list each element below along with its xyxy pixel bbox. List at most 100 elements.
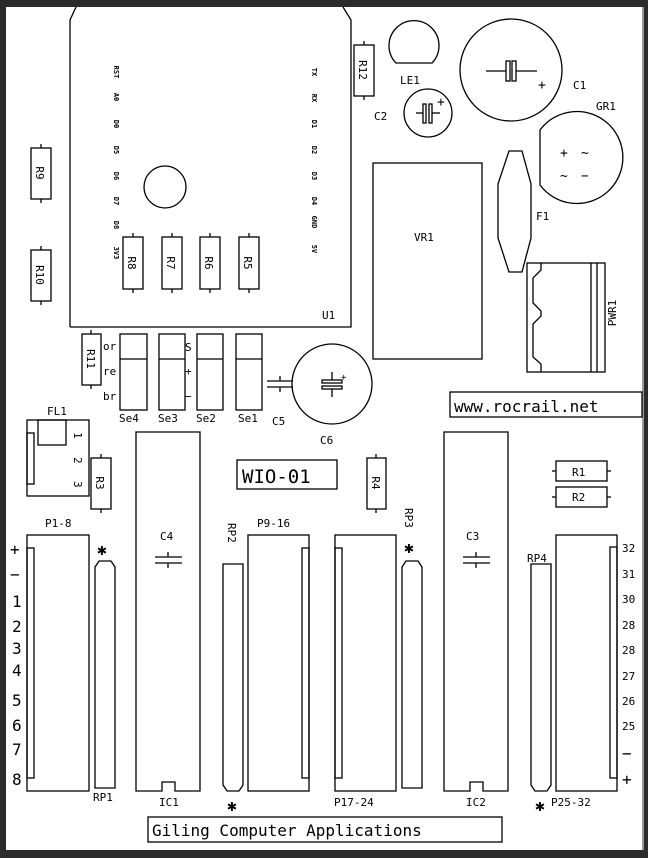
port-pin-label: −	[10, 565, 20, 584]
resistor-r2: R2	[552, 486, 611, 508]
capacitor-label: C3	[466, 530, 479, 543]
rectifier-label: GR1	[596, 100, 616, 113]
resistor-label: R4	[369, 476, 382, 490]
polarity-mark: +	[538, 78, 546, 93]
filter-pin: 1	[71, 432, 84, 439]
pin1-mark: ✱	[535, 796, 545, 815]
resistor-r12: R12	[353, 41, 375, 100]
pin-label: D4	[310, 197, 318, 205]
port-pin-label: 28	[622, 644, 635, 657]
resistor-r4: R4	[366, 454, 387, 513]
port-pin-label: +	[622, 770, 632, 789]
resistor-label: R8	[125, 256, 138, 269]
led-le1-label: LE1	[400, 74, 420, 87]
servo-connector-se4: Se4	[119, 333, 148, 425]
capacitor-label: C2	[374, 110, 387, 123]
pin1-mark: ✱	[227, 796, 237, 815]
servo-label: Se3	[158, 412, 178, 425]
resistor-pack-label: RP4	[527, 552, 547, 565]
capacitor-label: C6	[320, 434, 333, 447]
fuse-f1: F1	[497, 150, 549, 273]
resistor-r8: R8	[122, 233, 144, 293]
polarity-mark: +	[437, 95, 445, 110]
ic-ic2: IC2	[443, 431, 509, 809]
connector-label: PWR1	[606, 300, 619, 327]
resistor-r7: R7	[161, 233, 183, 293]
pin-label: 5V	[310, 245, 318, 254]
module-u1-antenna-hole	[143, 165, 187, 209]
rectifier-mark: −	[581, 169, 589, 184]
resistor-pack-rp4: RP4 ✱	[527, 552, 552, 815]
resistor-pack-rp2: RP2 ✱	[222, 523, 244, 815]
pin-label: D3	[310, 172, 318, 180]
resistor-r10: R10	[30, 246, 52, 305]
resistor-pack-label: RP1	[93, 791, 113, 804]
board-area	[6, 7, 642, 850]
capacitor-c2: + C2	[374, 88, 453, 138]
resistor-r3: R3	[90, 454, 112, 513]
resistor-pack-rp1: ✱ RP1	[93, 540, 116, 804]
capacitor-c5: C5	[267, 376, 293, 428]
port-p25-32-pin-labels: 32 31 30 28 28 27 26 25 − +	[622, 542, 635, 789]
resistor-r11: R11	[81, 330, 102, 389]
resistor-label: R6	[202, 256, 215, 269]
servo-connector-se3: Se3	[158, 333, 186, 425]
power-connector-pwr1: PWR1	[526, 262, 619, 373]
resistor-label: R3	[93, 476, 106, 489]
resistor-pack-label: RP2	[225, 523, 238, 543]
port-pin-label: 25	[622, 720, 635, 733]
pin-label: D2	[310, 146, 318, 154]
port-pin-label: 26	[622, 695, 635, 708]
servo-signal-mark: +	[185, 365, 192, 378]
port-pin-label: 5	[12, 691, 22, 710]
resistor-label: R11	[84, 349, 97, 369]
port-pin-label: −	[622, 744, 632, 763]
resistor-label: R9	[33, 166, 46, 179]
resistor-label: R2	[572, 491, 585, 504]
resistor-pack-label: RP3	[402, 508, 415, 528]
resistor-label: R5	[241, 256, 254, 269]
pin-label: A0	[112, 93, 120, 101]
port-label: P1-8	[45, 517, 72, 530]
servo-wire-label: br	[103, 390, 117, 403]
resistor-label: R1	[572, 466, 585, 479]
board-name-text: WIO-01	[242, 466, 311, 488]
pin-label: RX	[310, 94, 318, 103]
led-le1-outline	[388, 20, 440, 64]
filter-pin: 2	[71, 457, 84, 464]
servo-label: Se4	[119, 412, 139, 425]
port-pin-label: 1	[12, 592, 22, 611]
filter-pin: 3	[71, 481, 84, 488]
resistor-r1: R1	[552, 460, 611, 482]
port-pin-label: 7	[12, 740, 22, 759]
resistor-label: R10	[33, 265, 46, 285]
capacitor-c4: C4	[155, 530, 182, 568]
fuse-label: F1	[536, 210, 549, 223]
port-pin-label: 31	[622, 568, 635, 581]
servo-wire-label: or	[103, 340, 117, 353]
resistor-label: R12	[356, 60, 369, 80]
servo-label: Se2	[196, 412, 216, 425]
regulator-label: VR1	[414, 231, 434, 244]
port-p1-8-pin-labels: + − 1 2 3 4 5 6 7 8	[10, 540, 22, 789]
pin-label: D7	[112, 197, 120, 205]
resistor-r6: R6	[199, 233, 221, 293]
pin-label: RST	[112, 66, 120, 79]
port-connector-p25-32: P25-32	[551, 534, 618, 809]
capacitor-c1: + C1	[459, 18, 586, 122]
port-pin-label: 32	[622, 542, 635, 555]
port-pin-label: 2	[12, 617, 22, 636]
module-u1-outline	[69, 6, 352, 328]
port-pin-label: 30	[622, 593, 635, 606]
pin-label: D1	[310, 120, 318, 128]
resistor-label: R7	[164, 256, 177, 269]
board-name-label: WIO-01	[236, 459, 338, 490]
resistor-pack-rp3: RP3 ✱	[401, 508, 423, 789]
port-connector-p9-16: P9-16	[247, 517, 310, 792]
ic-label: IC2	[466, 796, 486, 809]
pin-label: 3V3	[112, 247, 120, 260]
port-pin-label: 28	[622, 619, 635, 632]
port-pin-label: +	[10, 540, 20, 559]
pin1-mark: ✱	[97, 540, 107, 559]
